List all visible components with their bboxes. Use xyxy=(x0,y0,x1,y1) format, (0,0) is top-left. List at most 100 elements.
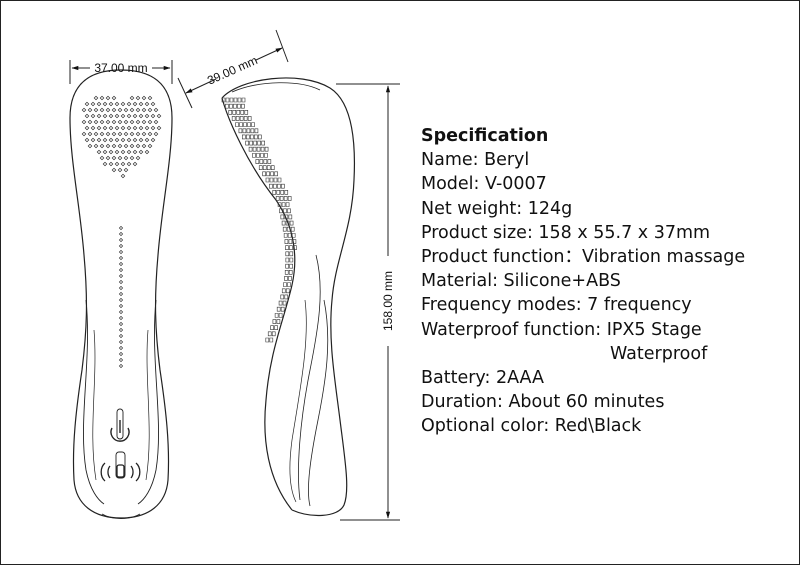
massage-dot xyxy=(105,131,111,137)
massage-dot xyxy=(102,137,108,143)
massage-dot xyxy=(129,155,135,161)
massage-dot xyxy=(141,107,147,113)
massage-nub-row xyxy=(283,233,296,238)
massage-dot xyxy=(102,161,108,167)
massage-dot xyxy=(144,149,150,155)
front-inner-left-2 xyxy=(92,329,97,481)
massage-dot xyxy=(111,95,117,101)
front-width-label: 37.00 mm xyxy=(94,61,147,75)
massage-dot xyxy=(135,119,141,125)
massage-dot xyxy=(118,261,124,267)
massage-nub-row xyxy=(275,196,292,201)
massage-nub-row xyxy=(285,245,297,250)
massage-dot xyxy=(108,161,114,167)
specification-panel: Specification Name: Beryl Model: V-0007 … xyxy=(421,124,745,438)
height-dimension xyxy=(336,83,400,521)
massage-dot xyxy=(138,113,144,119)
power-icon xyxy=(110,408,130,442)
massage-dot xyxy=(138,125,144,131)
massage-dot xyxy=(147,119,153,125)
massage-dot xyxy=(96,149,102,155)
massage-nub-row xyxy=(269,183,285,189)
massage-dot xyxy=(87,107,93,113)
massage-dot xyxy=(108,125,114,131)
massage-dot xyxy=(102,149,108,155)
massage-dot xyxy=(135,95,141,101)
massage-dot xyxy=(111,119,117,125)
massage-dot xyxy=(96,137,102,143)
massage-dot xyxy=(126,149,132,155)
massage-dot xyxy=(114,161,120,167)
massage-nub-row xyxy=(238,128,259,134)
spec-battery: Battery: 2AAA xyxy=(421,367,544,388)
massage-nub-row xyxy=(252,153,268,158)
massage-nub-row xyxy=(281,220,294,226)
massage-dot xyxy=(118,291,124,297)
massage-dot xyxy=(123,167,129,173)
front-inner-left xyxy=(83,299,105,505)
massage-dot xyxy=(117,119,123,125)
massage-dot xyxy=(141,131,147,137)
spec-product-function: Product function：Vibration massage xyxy=(421,246,746,267)
front-outline xyxy=(69,69,173,519)
massage-dot xyxy=(99,155,105,161)
massage-dot xyxy=(138,149,144,155)
massage-nub-row xyxy=(277,202,290,207)
massage-dot xyxy=(114,137,120,143)
massage-dot xyxy=(118,315,124,321)
massage-dot xyxy=(141,143,147,149)
massage-dot xyxy=(99,119,105,125)
massage-dot xyxy=(120,173,126,179)
massage-nub-row xyxy=(276,306,285,312)
front-massage-dots xyxy=(81,95,162,369)
massage-nub-row xyxy=(272,319,281,324)
massage-dot xyxy=(108,137,114,143)
massage-dot xyxy=(118,357,124,363)
front-bottom-cap xyxy=(101,513,141,519)
massage-nub-row xyxy=(258,165,275,170)
massage-dot xyxy=(102,125,108,131)
massage-dot xyxy=(118,237,124,243)
massage-dot xyxy=(96,113,102,119)
massage-dot xyxy=(126,125,132,131)
massage-dot xyxy=(114,101,120,107)
massage-nub-row xyxy=(279,208,291,214)
front-view xyxy=(69,69,173,519)
massage-dot xyxy=(129,95,135,101)
massage-dot xyxy=(93,119,99,125)
massage-dot xyxy=(129,131,135,137)
massage-dot xyxy=(118,339,124,345)
massage-dot xyxy=(81,107,87,113)
massage-dot xyxy=(118,363,124,369)
massage-dot xyxy=(118,255,124,261)
massage-dot xyxy=(135,143,141,149)
massage-dot xyxy=(117,167,123,173)
massage-dot xyxy=(118,285,124,291)
massage-dot xyxy=(135,107,141,113)
massage-nub-row xyxy=(274,313,283,318)
massage-dot xyxy=(105,119,111,125)
massage-dot xyxy=(84,125,90,131)
massage-dot xyxy=(118,243,124,249)
massage-dot xyxy=(120,149,126,155)
massage-dot xyxy=(90,125,96,131)
massage-nub-row xyxy=(280,294,289,300)
massage-dot xyxy=(123,143,129,149)
massage-dot xyxy=(99,107,105,113)
side-outline-back xyxy=(221,77,356,516)
massage-dot xyxy=(118,225,124,231)
massage-dot xyxy=(120,101,126,107)
massage-dot xyxy=(150,113,156,119)
massage-dot xyxy=(123,119,129,125)
massage-nub-row xyxy=(280,214,293,220)
massage-dot xyxy=(120,137,126,143)
massage-dot xyxy=(118,267,124,273)
massage-dot xyxy=(105,155,111,161)
massage-dot xyxy=(144,125,150,131)
massage-dot xyxy=(138,137,144,143)
massage-dot xyxy=(126,161,132,167)
massage-dot xyxy=(117,131,123,137)
massage-nub-row xyxy=(242,134,262,140)
massage-dot xyxy=(138,101,144,107)
spec-material: Material: Silicone+ABS xyxy=(421,271,621,292)
